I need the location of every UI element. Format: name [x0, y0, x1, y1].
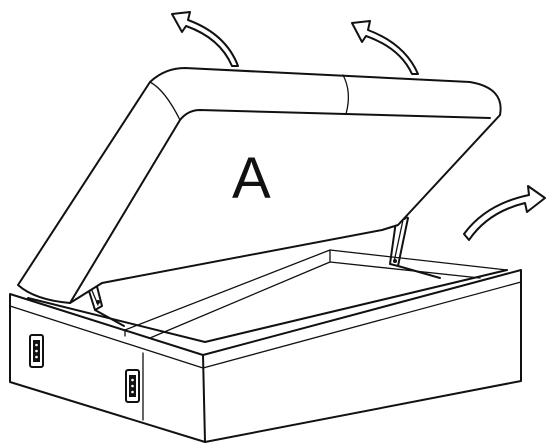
bed-lid: A [17, 67, 502, 304]
lid-outer [17, 67, 502, 304]
base-corner-edge [202, 354, 206, 443]
curved-up-arrow-icon [351, 20, 419, 75]
curved-up-arrow-icon [463, 185, 546, 241]
lid-label: A [232, 146, 271, 211]
lid-seam [342, 74, 350, 115]
bed-base [9, 249, 522, 443]
side-handle-right [125, 369, 140, 403]
base-front-topline [9, 281, 522, 369]
base-outline [9, 269, 522, 443]
side-handle-left [29, 334, 44, 368]
lid-edge [149, 81, 181, 121]
base-inner-rim [27, 269, 508, 343]
curved-up-arrow-icon [171, 11, 239, 67]
base-inner-floor [124, 249, 481, 339]
